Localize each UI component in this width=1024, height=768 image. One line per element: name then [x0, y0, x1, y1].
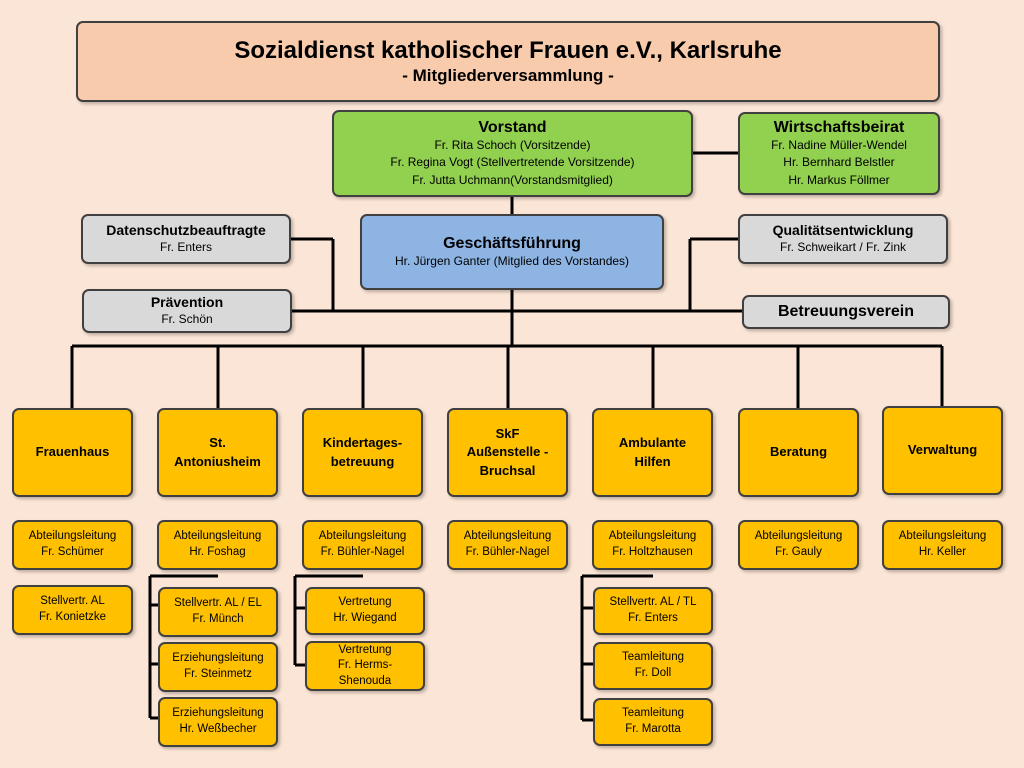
betreuungsverein-box: Betreuungsverein — [742, 295, 950, 329]
sub-person: Fr. Marotta — [625, 723, 681, 735]
praevention-box: Prävention Fr. Schön — [82, 289, 292, 333]
sub-kita-vertretung: Vertretung Hr. Wiegand — [305, 587, 425, 635]
geschaeftsfuehrung-box: Geschäftsführung Hr. Jürgen Ganter (Mitg… — [360, 214, 664, 290]
dept-kindertagesbetreuung: Kindertages-betreuung — [302, 408, 423, 497]
vorstand-member: Fr. Rita Schoch (Vorsitzende) — [434, 138, 591, 152]
lead-role: Abteilungsleitung — [754, 530, 843, 543]
qualitaet-person: Fr. Schweikart / Fr. Zink — [779, 239, 907, 254]
lead-role: Abteilungsleitung — [28, 530, 117, 543]
lead-person: Fr. Bühler-Nagel — [465, 546, 550, 558]
wirtschaftsbeirat-box: Wirtschaftsbeirat Fr. Nadine Müller-Wend… — [738, 112, 940, 195]
sub-role: Vertretung — [338, 643, 392, 656]
lead-kindertagesbetreuung: Abteilungsleitung Fr. Bühler-Nagel — [302, 520, 423, 570]
sub-role: Erziehungsleitung — [172, 652, 264, 665]
lead-role: Abteilungsleitung — [173, 530, 262, 543]
wirtschaftsbeirat-member: Hr. Markus Föllmer — [788, 172, 890, 187]
sub-role: Vertretung — [338, 596, 392, 609]
dept-verwaltung: Verwaltung — [882, 406, 1003, 495]
lead-role: Abteilungsleitung — [318, 530, 407, 543]
vorstand-title: Vorstand — [478, 118, 547, 136]
qualitaet-box: Qualitätsentwicklung Fr. Schweikart / Fr… — [738, 214, 948, 264]
sub-person: Hr. Weßbecher — [179, 723, 257, 735]
dept-antoniusheim: St. Antoniusheim — [157, 408, 278, 497]
lead-ambulante-hilfen: Abteilungsleitung Fr. Holtzhausen — [592, 520, 713, 570]
sub-role: Stellvertr. AL — [40, 595, 105, 608]
vorstand-member: Fr. Jutta Uchmann(Vorstandsmitglied) — [412, 172, 613, 187]
vorstand-member: Fr. Regina Vogt (Stellvertretende Vorsit… — [390, 155, 635, 170]
sub-role: Stellvertr. AL / TL — [609, 596, 697, 609]
sub-role: Erziehungsleitung — [172, 707, 264, 720]
dept-bruchsal: SkF Außenstelle - Bruchsal — [447, 408, 568, 497]
sub-ambulante-stellvertretung: Stellvertr. AL / TL Fr. Enters — [593, 587, 713, 635]
dept-name: Kindertages-betreuung — [322, 435, 403, 469]
geschaeftsfuehrung-person: Hr. Jürgen Ganter (Mitglied des Vorstand… — [394, 253, 630, 268]
sub-person: Hr. Wiegand — [333, 612, 397, 624]
header-box: Sozialdienst katholischer Frauen e.V., K… — [76, 21, 940, 102]
sub-ambulante-teamleitung: Teamleitung Fr. Marotta — [593, 698, 713, 746]
dept-name: Ambulante Hilfen — [618, 435, 687, 469]
dept-name: Frauenhaus — [35, 444, 110, 460]
org-title: Sozialdienst katholischer Frauen e.V., K… — [234, 36, 782, 64]
dept-name: Verwaltung — [907, 442, 978, 458]
lead-antoniusheim: Abteilungsleitung Hr. Foshag — [157, 520, 278, 570]
lead-frauenhaus: Abteilungsleitung Fr. Schümer — [12, 520, 133, 570]
wirtschaftsbeirat-member: Hr. Bernhard Belstler — [783, 155, 895, 170]
sub-antoniusheim-erziehungsleitung: Erziehungsleitung Fr. Steinmetz — [158, 642, 278, 692]
sub-antoniusheim-erziehungsleitung: Erziehungsleitung Hr. Weßbecher — [158, 697, 278, 747]
dept-beratung: Beratung — [738, 408, 859, 497]
sub-person: Fr. Doll — [634, 667, 672, 679]
datenschutz-title: Datenschutzbeauftragte — [106, 221, 266, 238]
sub-person: Fr. Münch — [192, 613, 244, 625]
sub-person: Fr. Herms-Shenouda — [337, 659, 393, 687]
wirtschaftsbeirat-member: Fr. Nadine Müller-Wendel — [771, 138, 907, 152]
dept-ambulante-hilfen: Ambulante Hilfen — [592, 408, 713, 497]
dept-name: St. Antoniusheim — [174, 435, 261, 469]
sub-role: Teamleitung — [621, 707, 684, 720]
sub-frauenhaus-stellvertretung: Stellvertr. AL Fr. Konietzke — [12, 585, 133, 635]
sub-role: Teamleitung — [621, 651, 684, 664]
lead-person: Fr. Bühler-Nagel — [320, 546, 405, 558]
lead-person: Hr. Foshag — [189, 546, 246, 558]
datenschutz-box: Datenschutzbeauftragte Fr. Enters — [81, 214, 291, 264]
wirtschaftsbeirat-title: Wirtschaftsbeirat — [773, 118, 905, 136]
lead-person: Fr. Gauly — [775, 546, 822, 558]
praevention-person: Fr. Schön — [161, 311, 213, 326]
datenschutz-person: Fr. Enters — [159, 239, 212, 254]
sub-kita-vertretung: Vertretung Fr. Herms-Shenouda — [305, 641, 425, 691]
sub-ambulante-teamleitung: Teamleitung Fr. Doll — [593, 642, 713, 690]
lead-verwaltung: Abteilungsleitung Hr. Keller — [882, 520, 1003, 570]
geschaeftsfuehrung-title: Geschäftsführung — [443, 234, 581, 252]
org-subtitle: - Mitgliederversammlung - — [402, 65, 614, 85]
lead-person: Hr. Keller — [918, 546, 967, 558]
lead-role: Abteilungsleitung — [463, 530, 552, 543]
lead-bruchsal: Abteilungsleitung Fr. Bühler-Nagel — [447, 520, 568, 570]
sub-role: Stellvertr. AL / EL — [174, 597, 262, 610]
vorstand-box: Vorstand Fr. Rita Schoch (Vorsitzende) F… — [332, 110, 693, 197]
sub-antoniusheim-stellvertretung: Stellvertr. AL / EL Fr. Münch — [158, 587, 278, 637]
dept-name: SkF Außenstelle - Bruchsal — [466, 426, 549, 478]
sub-person: Fr. Steinmetz — [184, 668, 252, 680]
lead-beratung: Abteilungsleitung Fr. Gauly — [738, 520, 859, 570]
lead-person: Fr. Schümer — [41, 546, 104, 558]
praevention-title: Prävention — [150, 293, 224, 310]
dept-frauenhaus: Frauenhaus — [12, 408, 133, 497]
lead-role: Abteilungsleitung — [898, 530, 987, 543]
lead-role: Abteilungsleitung — [608, 530, 697, 543]
betreuungsverein-title: Betreuungsverein — [777, 303, 915, 321]
dept-name: Beratung — [769, 444, 828, 460]
sub-person: Fr. Enters — [628, 612, 678, 624]
sub-person: Fr. Konietzke — [38, 611, 107, 623]
lead-person: Fr. Holtzhausen — [612, 546, 693, 558]
qualitaet-title: Qualitätsentwicklung — [772, 221, 914, 238]
